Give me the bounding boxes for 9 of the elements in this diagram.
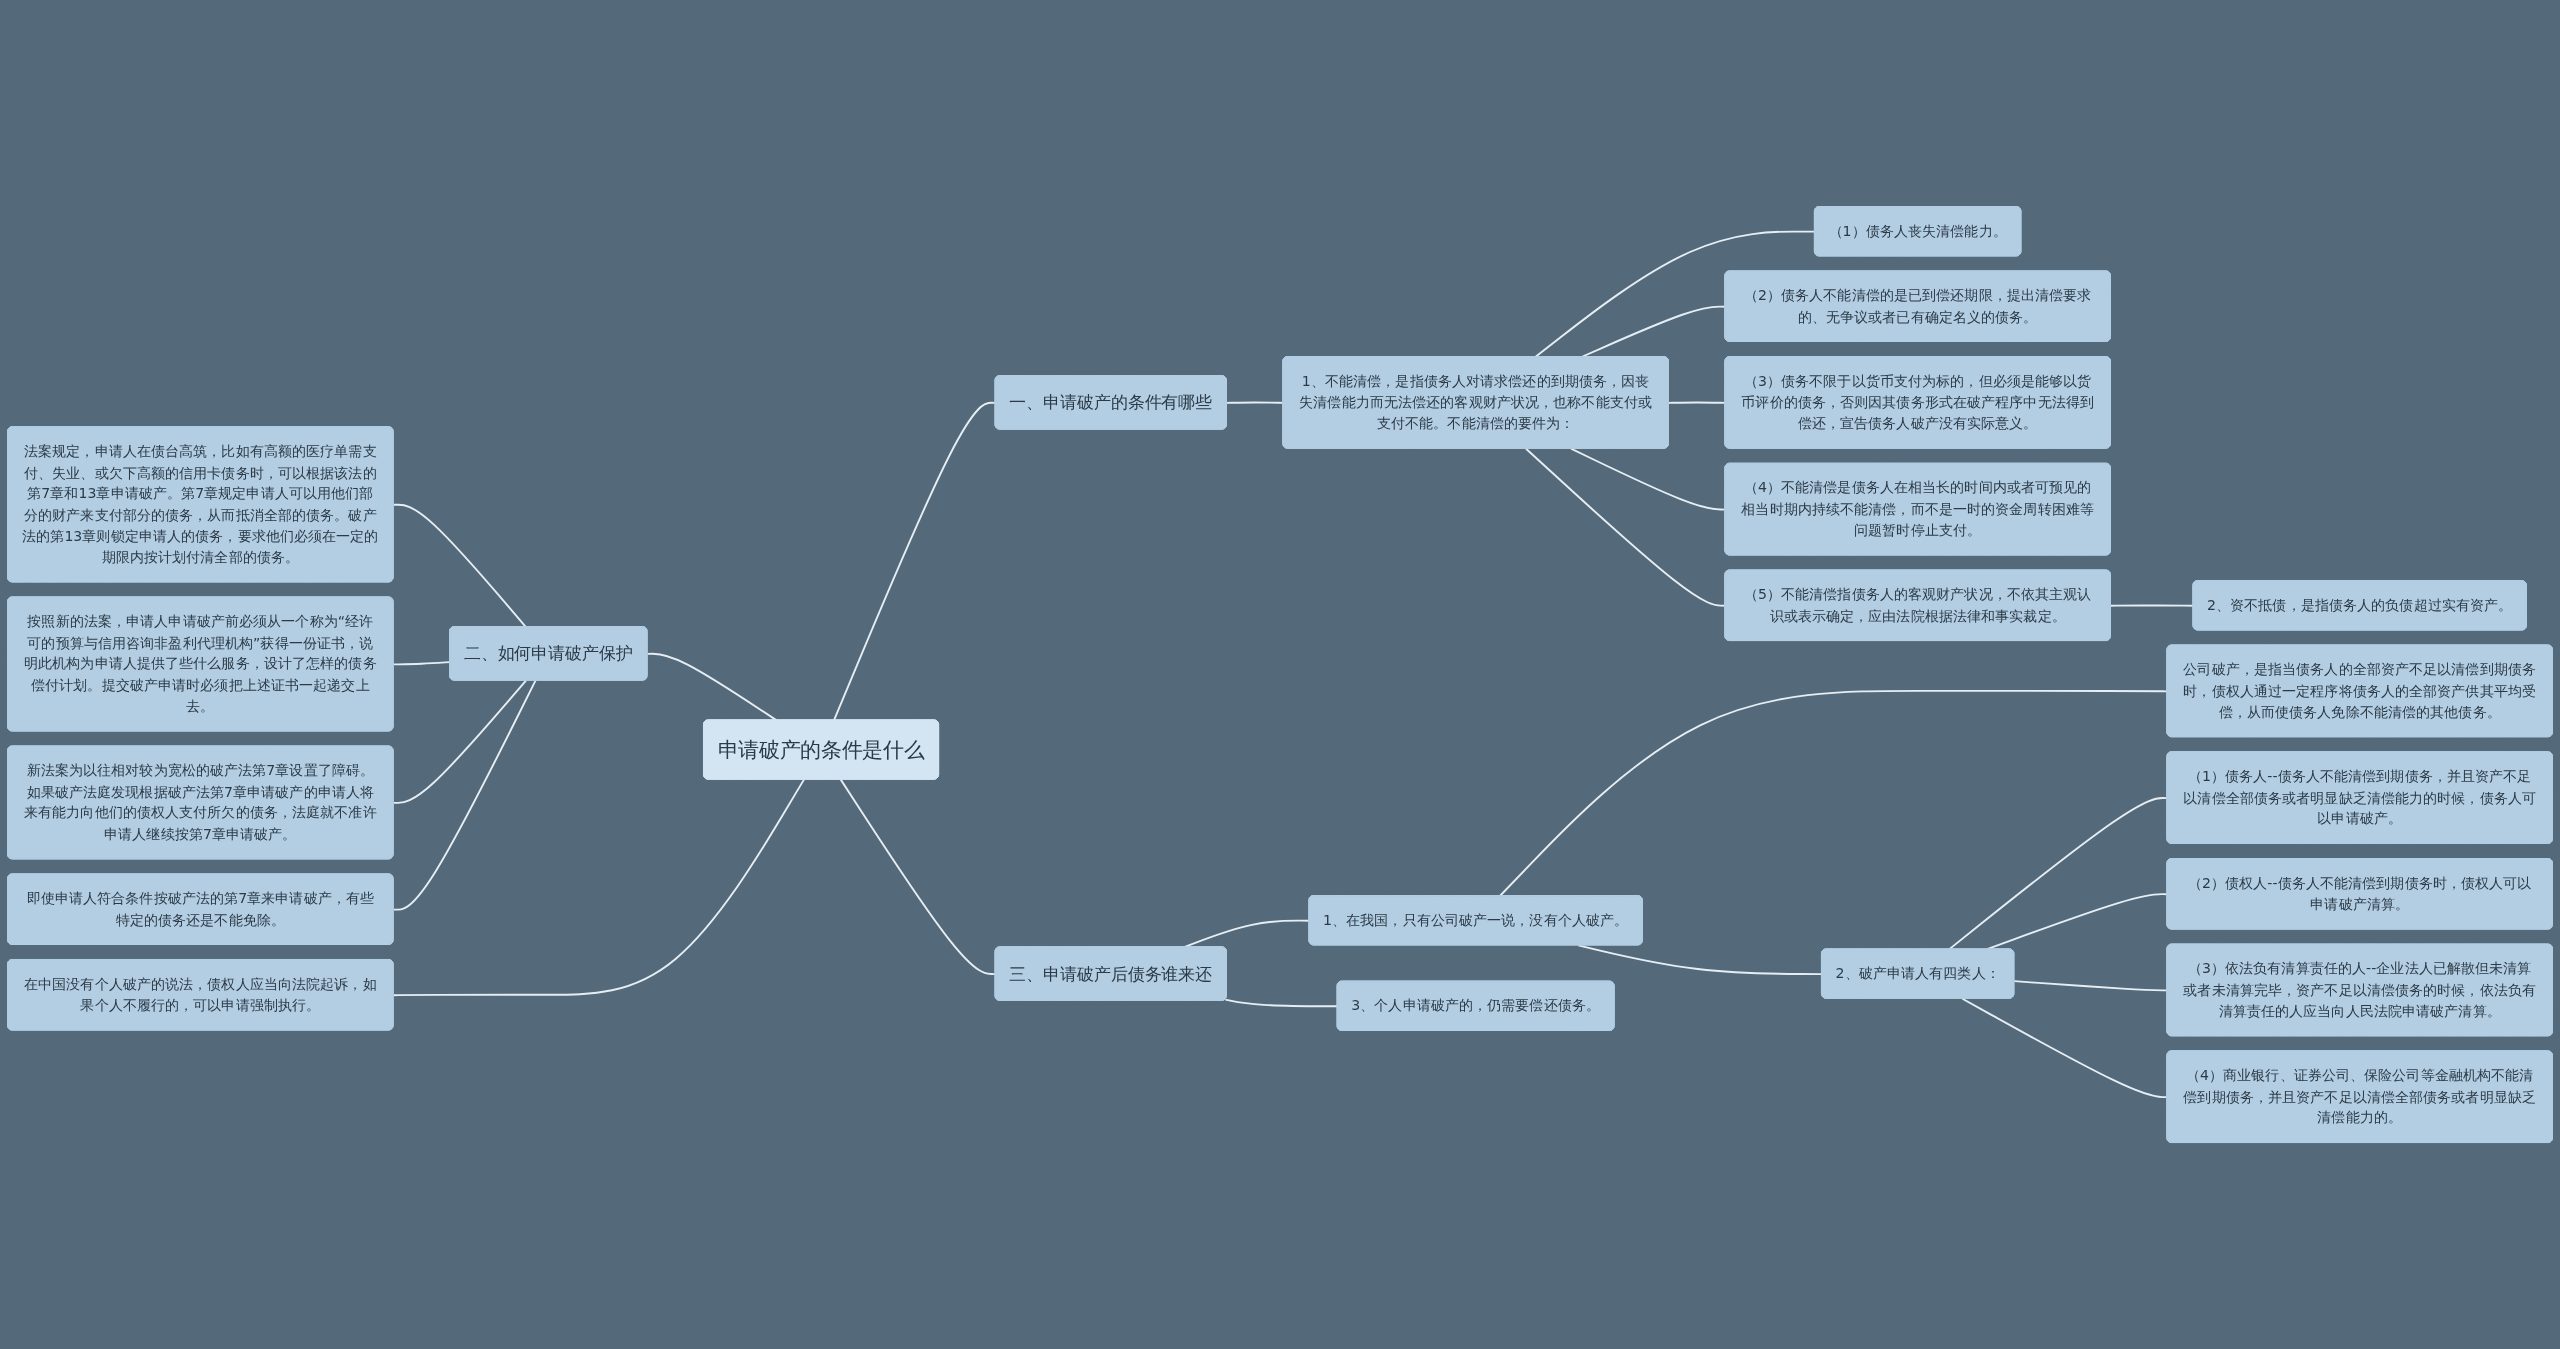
connector [1577,944,1823,975]
connector [1534,230,1816,358]
connector [392,778,805,997]
connector [839,778,997,975]
connector [392,661,451,666]
connector [1224,998,1339,1008]
connector [392,679,537,911]
connector [392,679,527,804]
connector [392,503,527,628]
